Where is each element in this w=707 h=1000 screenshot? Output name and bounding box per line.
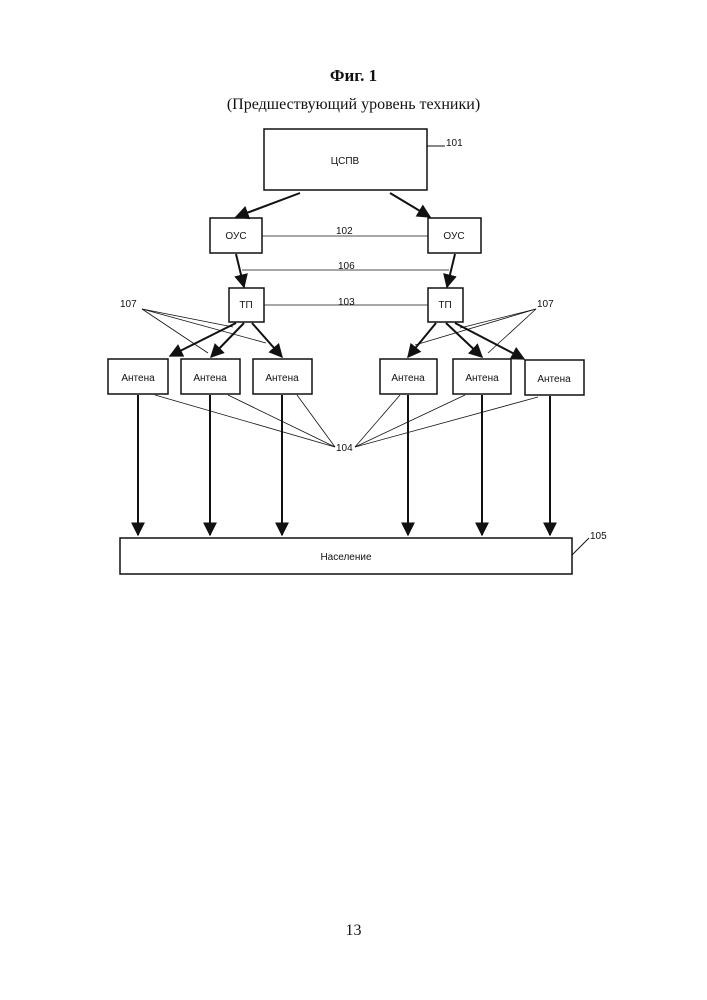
leader-107-right-c: [488, 309, 536, 353]
arrow-right-ous-to-tp: [447, 254, 455, 287]
leader-104-d: [355, 395, 400, 447]
antenna-label-2: Антена: [193, 373, 227, 384]
arrow-left-tp-to-antenna-1: [170, 323, 236, 356]
right-ous-label: ОУС: [443, 231, 464, 242]
ref-label-102: 102: [336, 226, 353, 237]
leader-104-c: [297, 395, 335, 447]
page-number: 13: [0, 922, 707, 940]
antenna-label-5: Антена: [465, 373, 499, 384]
right-tp-label: ТП: [438, 300, 451, 311]
ref-label-107-right: 107: [537, 299, 554, 310]
leader-104-f: [355, 397, 538, 447]
ref-label-106: 106: [338, 261, 355, 272]
antenna-label-6: Антена: [537, 374, 571, 385]
left-ous-label: ОУС: [225, 231, 246, 242]
arrow-cspv-to-right-ous: [390, 193, 430, 217]
ref-label-104: 104: [336, 443, 353, 454]
arrow-left-ous-to-tp: [236, 254, 244, 287]
population-label: Население: [320, 552, 372, 563]
ref-label-105: 105: [590, 531, 607, 542]
ref-label-101: 101: [446, 138, 463, 149]
central-box-label: ЦСПВ: [331, 156, 360, 167]
arrow-cspv-to-left-ous: [236, 193, 300, 217]
antenna-label-4: Антена: [391, 373, 425, 384]
ref-label-107-left: 107: [120, 299, 137, 310]
leader-107-right-a: [460, 309, 536, 328]
leader-104-e: [355, 395, 465, 447]
left-tp-label: ТП: [239, 300, 252, 311]
leader-104-a: [155, 395, 335, 447]
antenna-label-1: Антена: [121, 373, 155, 384]
antenna-label-3: Антена: [265, 373, 299, 384]
ref-leader-105: [572, 538, 589, 555]
ref-label-103: 103: [338, 297, 355, 308]
